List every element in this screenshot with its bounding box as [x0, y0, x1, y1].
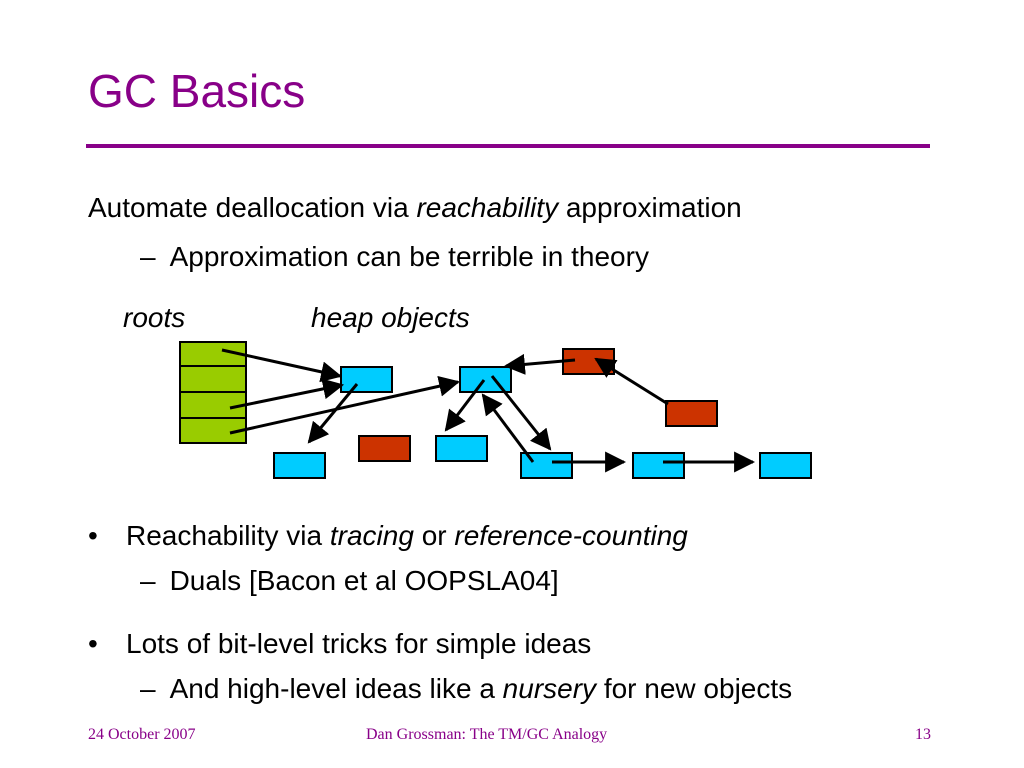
intro-text-pre: Automate deallocation via — [88, 192, 417, 223]
heap-object-i — [632, 452, 685, 479]
bullet1-subline: –Duals [Bacon et al OOPSLA04] — [140, 567, 559, 595]
bullet-reachability: Reachability via tracing or reference-co… — [126, 522, 688, 550]
bullet1-text-mid: or — [413, 520, 455, 551]
pointer-arrows — [221, 348, 756, 473]
intro-line: Automate deallocation via reachability a… — [88, 194, 742, 222]
bullet1-text-pre: Reachability via — [126, 520, 330, 551]
heap-object-a — [340, 366, 393, 393]
slide-title: GC Basics — [88, 65, 306, 117]
pointer-d-to-c — [594, 357, 669, 406]
bullet-marker: • — [88, 520, 98, 551]
pointer-root3-to-a — [229, 378, 345, 410]
bullet2-subline: –And high-level ideas like a nursery for… — [140, 675, 792, 703]
pointer-h-to-b — [481, 393, 535, 463]
intro-text-post: approximation — [558, 192, 742, 223]
sub-dash: – — [140, 673, 156, 704]
heap-object-j — [759, 452, 812, 479]
roots-label: roots — [123, 302, 186, 333]
pointer-a-to-f — [307, 383, 359, 444]
pointer-b-to-h — [490, 375, 552, 451]
title-underline — [86, 144, 930, 148]
intro-subline: –Approximation can be terrible in theory — [140, 243, 649, 271]
roots-stack — [179, 341, 247, 444]
bullet2-sub-post: for new objects — [596, 673, 793, 704]
pointer-b-to-g — [444, 379, 486, 432]
pointer-root1-to-a — [221, 348, 343, 383]
bullet2-sub-pre: And high-level ideas like a — [169, 673, 503, 704]
garbage-object-e — [358, 435, 411, 462]
pointer-root4-to-b — [229, 375, 461, 435]
pointer-c-to-b — [503, 353, 576, 375]
heap-object-f — [273, 452, 326, 479]
bullet-marker: • — [88, 628, 98, 659]
sub-dash: – — [140, 241, 156, 272]
root-slot-3 — [179, 391, 247, 419]
footer-page-number: 13 — [915, 726, 931, 743]
footer-date: 24 October 2007 — [88, 726, 196, 743]
bullet-bit-tricks: Lots of bit-level tricks for simple idea… — [126, 628, 592, 659]
heap-objects-label: heap objects — [311, 302, 470, 333]
sub-dash: – — [140, 565, 156, 596]
root-slot-2 — [179, 365, 247, 393]
bullet1-refcounting: reference-counting — [454, 520, 688, 551]
bullet1-subline-text: Duals [Bacon et al OOPSLA04] — [169, 565, 559, 596]
heap-object-g — [435, 435, 488, 462]
footer-title: Dan Grossman: The TM/GC Analogy — [366, 726, 608, 743]
bullet1-tracing: tracing — [329, 520, 414, 551]
garbage-object-d — [665, 400, 718, 427]
bullet2-sub-nursery: nursery — [502, 673, 597, 704]
intro-text-emphasis: reachability — [416, 192, 559, 223]
intro-subline-text: Approximation can be terrible in theory — [169, 241, 649, 272]
